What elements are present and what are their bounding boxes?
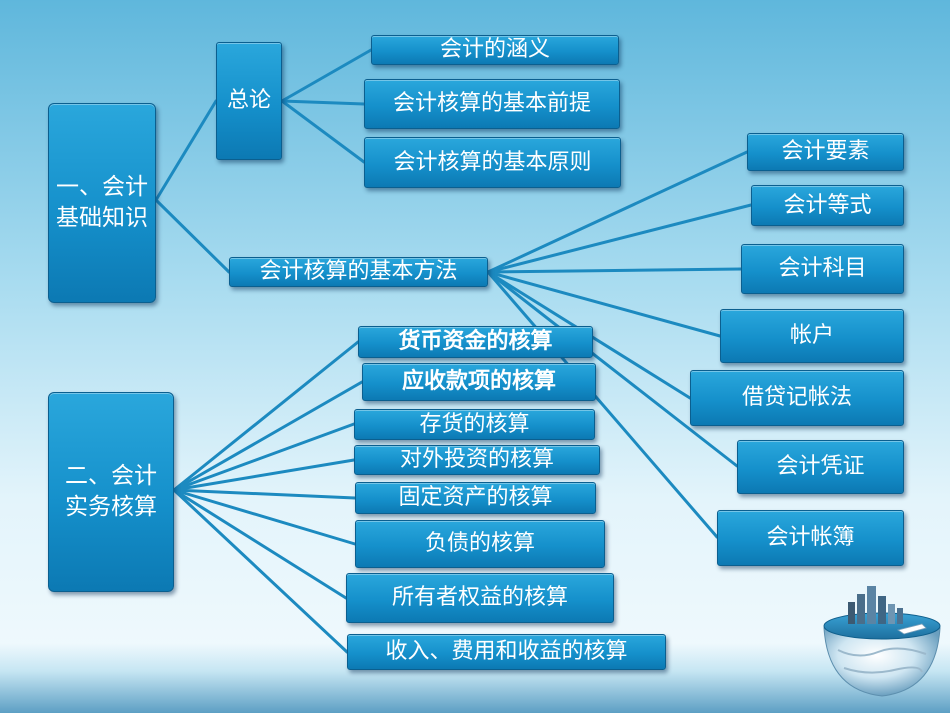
node-zonglun: 总论 (216, 42, 282, 160)
line-root2-1 (172, 340, 360, 492)
node-inventory: 存货的核算 (354, 409, 595, 440)
node-debit-credit: 借贷记帐法 (690, 370, 904, 426)
line-method-3 (486, 267, 743, 274)
node-account: 帐户 (720, 309, 904, 363)
line-root2-7 (172, 488, 348, 600)
line-root2-3 (172, 422, 356, 492)
node-basic-principle: 会计核算的基本原则 (364, 137, 621, 188)
node-receivables: 应收款项的核算 (362, 363, 596, 401)
node-revenue-expenses: 收入、费用和收益的核算 (347, 634, 666, 670)
line-method-6 (486, 270, 739, 468)
line-zonglun-2 (280, 99, 366, 106)
root-basic-knowledge: 一、会计基础知识 (48, 103, 156, 303)
node-vouchers: 会计凭证 (737, 440, 904, 494)
line-method-1 (486, 150, 749, 274)
line-zonglun-1 (280, 48, 373, 103)
line-method-7 (486, 270, 719, 539)
node-accounting-elements: 会计要素 (747, 133, 904, 171)
line-root1-zonglun (154, 99, 218, 202)
line-zonglun-3 (280, 99, 366, 164)
line-method-2 (486, 203, 753, 274)
line-root2-5 (172, 488, 357, 500)
node-monetary-funds: 货币资金的核算 (358, 326, 593, 358)
city-globe-icon (823, 586, 941, 697)
line-root2-6 (172, 488, 357, 546)
node-accounting-meaning: 会计的涵义 (371, 35, 619, 65)
node-accounting-subjects: 会计科目 (741, 244, 904, 294)
line-root2-2 (172, 380, 364, 492)
node-liabilities: 负债的核算 (355, 520, 605, 568)
node-basic-method: 会计核算的基本方法 (229, 257, 488, 287)
node-owners-equity: 所有者权益的核算 (346, 573, 614, 623)
node-accounting-equation: 会计等式 (751, 185, 904, 226)
node-investment: 对外投资的核算 (354, 445, 600, 475)
line-root2-4 (172, 458, 356, 492)
node-account-books: 会计帐簿 (717, 510, 904, 566)
node-basic-premise: 会计核算的基本前提 (364, 79, 620, 129)
line-method-4 (486, 270, 722, 338)
line-root2-8 (172, 488, 349, 654)
line-root1-method (154, 198, 231, 274)
node-fixed-assets: 固定资产的核算 (355, 482, 596, 514)
root-practice-accounting: 二、会计实务核算 (48, 392, 174, 592)
